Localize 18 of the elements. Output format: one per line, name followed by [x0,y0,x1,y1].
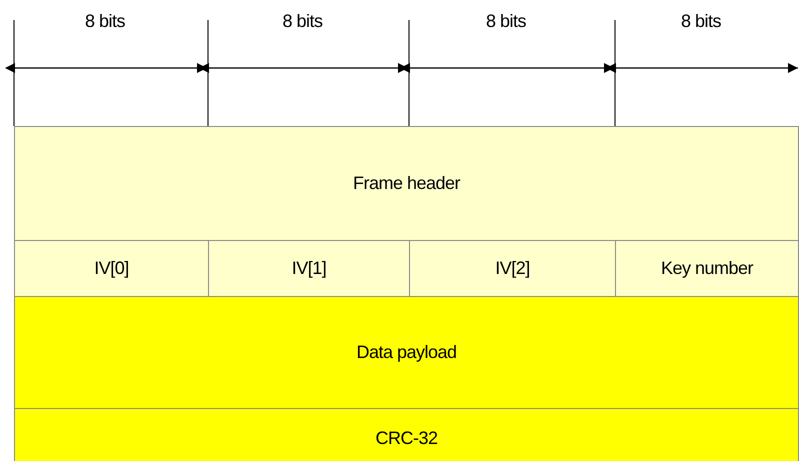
dimension-label: 8 bits [486,11,526,32]
field-label: Data payload [356,342,457,363]
field-label: IV[0] [94,258,129,279]
frame-field [14,240,209,297]
field-label: IV[1] [292,258,326,279]
frame-field [409,240,616,297]
dimension-label: 8 bits [282,11,323,32]
dimension-label: 8 bits [85,11,126,32]
frame-field [615,240,799,297]
field-label: CRC-32 [375,428,438,448]
field-label: Key number [660,258,754,279]
payload-field [14,408,799,461]
dimension-label: 8 bits [681,11,722,32]
field-label: IV[2] [495,258,530,279]
payload-field [14,296,799,409]
header-field [14,126,799,241]
field-label: Frame header [352,173,460,194]
frame-field [208,240,410,297]
